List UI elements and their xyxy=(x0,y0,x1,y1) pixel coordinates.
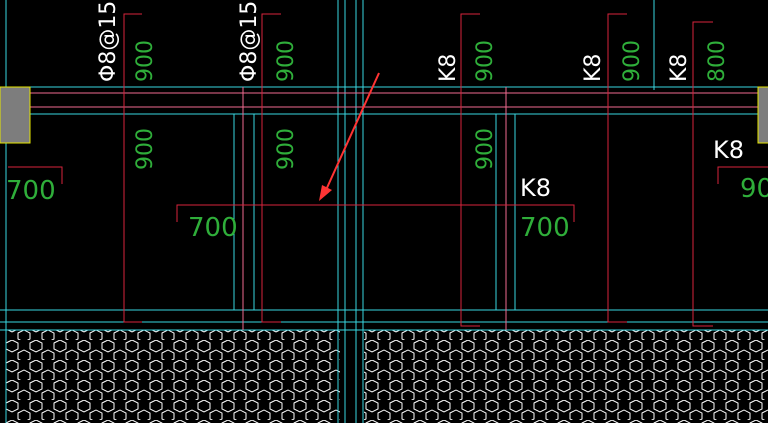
right-support-block xyxy=(757,86,768,144)
rebar-spacing-label-1: Φ8@150 xyxy=(96,0,121,82)
stirrup-label-3: K8 xyxy=(667,54,692,82)
stirrup-label-right: K8 xyxy=(713,136,744,164)
dim-label-top-2: 900 xyxy=(274,40,299,82)
dim-label-top-5: 800 xyxy=(705,40,730,82)
dim-label-left-partial: 700 xyxy=(6,176,56,206)
stirrup-label-2: K8 xyxy=(581,54,606,82)
dim-label-mid-1: 900 xyxy=(133,128,158,170)
dim-label-top-3: 900 xyxy=(473,40,498,82)
dim-label-mid-2: 900 xyxy=(274,128,299,170)
red-rebar-lines xyxy=(8,13,768,327)
stirrup-label-center: K8 xyxy=(520,174,551,202)
dim-label-mid-3: 900 xyxy=(473,128,498,170)
hatch-area-right xyxy=(364,330,768,423)
dim-label-top-4: 900 xyxy=(620,40,645,82)
dim-label-right-partial: 90 xyxy=(740,174,768,204)
left-support-block xyxy=(0,86,31,144)
hatch-area-left xyxy=(6,330,340,423)
red-arrow xyxy=(319,72,380,201)
rebar-spacing-label-2: Φ8@150 xyxy=(237,0,262,82)
stirrup-label-1: K8 xyxy=(436,54,461,82)
dim-label-center-2: 700 xyxy=(520,213,570,243)
dim-label-top-1: 900 xyxy=(133,40,158,82)
dim-label-center-1: 700 xyxy=(188,213,238,243)
magenta-lines xyxy=(0,87,768,330)
